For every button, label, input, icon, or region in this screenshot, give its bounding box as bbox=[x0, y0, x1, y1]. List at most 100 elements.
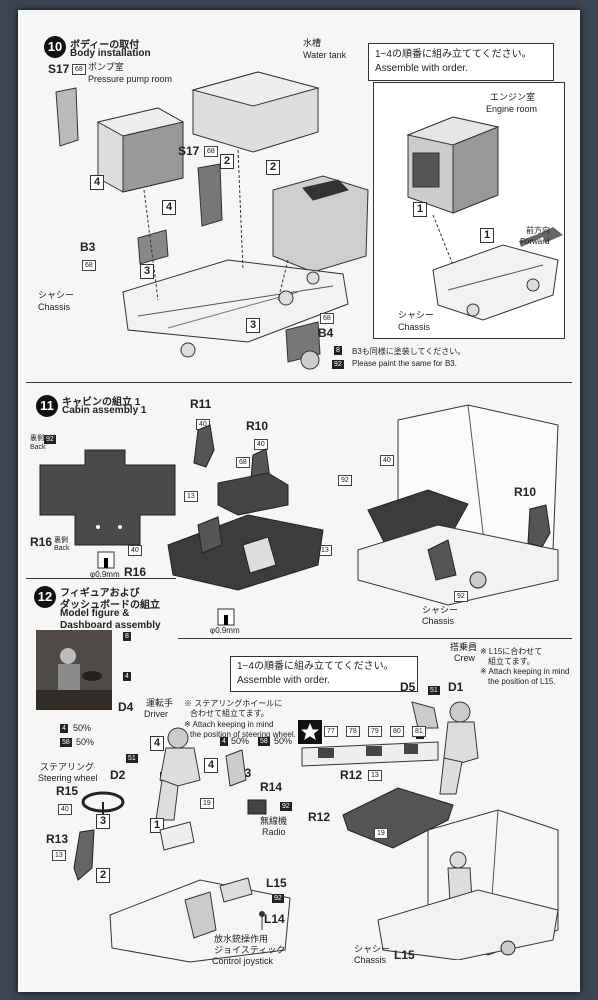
steering-label-en: Steering wheel bbox=[38, 773, 98, 783]
paint-code: 40 bbox=[380, 455, 394, 466]
dash-panel-drawing bbox=[342, 787, 454, 849]
order-note-en: Assemble with order. bbox=[375, 63, 468, 74]
chassis-label-en: Chassis bbox=[354, 955, 387, 965]
dash-color-code: 78 bbox=[346, 726, 360, 737]
section-title-jp: キャビンの組立 1 bbox=[62, 397, 141, 408]
part-d1-label: D1 bbox=[448, 680, 464, 694]
section-divider bbox=[26, 382, 572, 383]
part-s17b-label: S17 bbox=[178, 144, 200, 158]
paint-code: 92 bbox=[44, 435, 56, 444]
column-drawing bbox=[73, 829, 95, 881]
paint-code: 4 bbox=[123, 672, 131, 681]
paint-code: 58 bbox=[60, 738, 72, 747]
dashboard-drawing bbox=[301, 741, 439, 767]
chassis2-label-en: Chassis bbox=[398, 322, 431, 332]
part-d4-label: D4 bbox=[118, 700, 134, 714]
joystick-label-jp: ジョイスティック bbox=[214, 945, 286, 955]
cabin-floor-drawing bbox=[167, 424, 324, 591]
chassis-label-jp: シャシー bbox=[422, 605, 459, 615]
part-b4-label: B4 bbox=[318, 326, 334, 340]
paint-code: 40 bbox=[254, 439, 268, 450]
paint-code: 58 bbox=[258, 737, 270, 746]
assembly-step-badge: 1 bbox=[480, 228, 494, 243]
back-label-en: Back bbox=[30, 444, 46, 451]
joystick-label-en: Control joystick bbox=[212, 956, 274, 966]
order-note-jp: 1~4の順番に組み立ててください。 bbox=[375, 49, 532, 60]
chassis-label-en: Chassis bbox=[38, 302, 71, 312]
paint-code: 68 bbox=[72, 64, 86, 75]
driver-label-jp: 運転手 bbox=[146, 698, 174, 708]
b3-note-jp: B3も同様に塗装してください。 bbox=[352, 347, 466, 356]
radio-drawing bbox=[247, 799, 267, 815]
section-divider bbox=[26, 578, 176, 579]
assembly-step-badge: 1 bbox=[413, 202, 427, 217]
order-note-en: Assemble with order. bbox=[237, 675, 330, 686]
part-r10b-label: R10 bbox=[514, 485, 537, 499]
step-number: 10 bbox=[44, 36, 66, 58]
assembly-step-badge: 2 bbox=[266, 160, 280, 175]
assembly-step-badge: 3 bbox=[140, 264, 154, 279]
part-r13-label: R13 bbox=[46, 832, 69, 846]
paint-code: 19 bbox=[374, 828, 388, 839]
step-number: 12 bbox=[34, 586, 56, 608]
part-d5-label: D5 bbox=[400, 680, 416, 694]
order-note-box: 1~4の順番に組み立ててください。 Assemble with order. bbox=[230, 656, 418, 692]
part-r12-label: R12 bbox=[340, 768, 363, 782]
dash-color-code: 80 bbox=[390, 726, 404, 737]
paint-code: 92 bbox=[332, 360, 344, 369]
star-icon bbox=[298, 720, 322, 744]
paint-code: 68 bbox=[204, 146, 218, 157]
crew-label-jp: 搭乗員 bbox=[450, 642, 478, 652]
dash-color-code: 77 bbox=[324, 726, 338, 737]
section-title-jp: ボディーの取付 bbox=[70, 40, 140, 51]
part-l14-label: L14 bbox=[264, 912, 285, 926]
assembly-step-badge: 4 bbox=[162, 200, 176, 215]
part-l15b-label: L15 bbox=[394, 948, 415, 962]
water-tank-label-en: Water tank bbox=[303, 50, 347, 60]
part-r16-label: R16 bbox=[124, 565, 147, 579]
part-r11-label: R11 bbox=[190, 397, 212, 411]
paint-code: 19 bbox=[200, 798, 214, 809]
back-label-jp: 裏側 bbox=[30, 435, 44, 442]
mix-ratio: 50% bbox=[76, 737, 95, 747]
dash-color-code: 79 bbox=[368, 726, 382, 737]
part-b3-label: B3 bbox=[80, 240, 96, 254]
section-title-en: Model figure & bbox=[60, 608, 130, 619]
chassis2-label-jp: シャシー bbox=[398, 310, 435, 320]
section-title-en: Dashboard assembly bbox=[60, 620, 161, 631]
drill-hole-icon bbox=[97, 551, 115, 569]
paint-code: 92 bbox=[454, 591, 468, 602]
water-tank-label-jp: 水槽 bbox=[303, 38, 322, 48]
order-note-jp: 1~4の順番に組み立ててください。 bbox=[237, 661, 394, 672]
section-cabin-assembly: 11 キャビンの組立 1 Cabin assembly 1 裏側 Back 92… bbox=[18, 385, 580, 635]
part-l15-label: L15 bbox=[266, 876, 287, 890]
reference-photo bbox=[36, 630, 112, 710]
paint-code: 4 bbox=[60, 724, 68, 733]
steering-wheel-drawing bbox=[81, 791, 125, 816]
chassis-label-en: Chassis bbox=[422, 616, 455, 626]
mix-ratio: 50% bbox=[231, 736, 250, 746]
back-label-jp: 裏側 bbox=[54, 537, 68, 544]
drill-hole-icon bbox=[217, 608, 235, 626]
part-r14-label: R14 bbox=[260, 780, 283, 794]
paint-code: 13 bbox=[52, 850, 66, 861]
radio-label-jp: 無線機 bbox=[260, 816, 288, 826]
cab-interior-drawing bbox=[109, 821, 291, 963]
pump-room-label-en: Pressure pump room bbox=[88, 74, 173, 84]
pump-room-label-jp: ポンプ室 bbox=[88, 62, 124, 72]
assembly-step-badge: 4 bbox=[150, 736, 164, 751]
crew-label-en: Crew bbox=[454, 653, 476, 663]
assembly-step-badge: 4 bbox=[90, 175, 104, 190]
joystick-label-jp: 放水銃操作用 bbox=[214, 934, 269, 944]
section-body-installation: 10 ボディーの取付 Body installation 水槽 Water ta… bbox=[18, 10, 580, 385]
floor-back-drawing bbox=[39, 449, 176, 546]
part-r12b-label: R12 bbox=[308, 810, 331, 824]
section-title-en: Cabin assembly 1 bbox=[62, 405, 147, 416]
section-title-jp: フィギュアおよび bbox=[60, 588, 140, 599]
crew-note-jp: 組立てます。 bbox=[488, 657, 535, 666]
steering-label-jp: ステアリング bbox=[40, 762, 95, 772]
crew-figure-drawing bbox=[411, 701, 479, 795]
paint-code: 92 bbox=[338, 475, 352, 486]
instruction-sheet: 10 ボディーの取付 Body installation 水槽 Water ta… bbox=[18, 10, 580, 992]
section-title-jp: ダッシュボードの組立 bbox=[60, 600, 160, 611]
